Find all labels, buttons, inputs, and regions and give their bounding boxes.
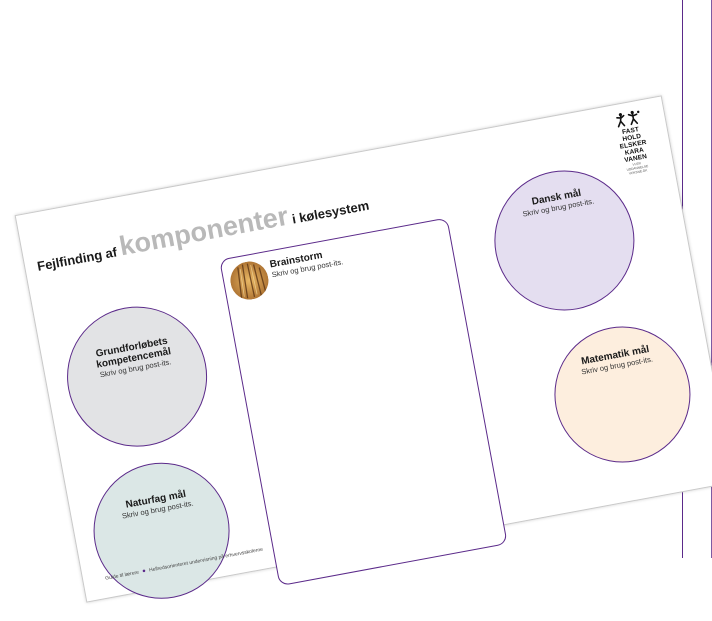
circle-naturfag[interactable]: Naturfag mål Skriv og brug post-its. bbox=[82, 451, 241, 611]
circle-grundforloeb[interactable]: Grundforløbets kompetencemål Skriv og br… bbox=[55, 295, 219, 459]
worksheet-page: Fejlfinding af komponenter i kølesystem … bbox=[14, 95, 712, 611]
brainstorm-box[interactable]: Brainstorm Skriv og brug post-its. bbox=[219, 217, 508, 587]
circle-dansk[interactable]: Dansk mål Skriv og brug post-its. bbox=[482, 158, 646, 323]
running-figures-icon bbox=[616, 110, 640, 128]
brand-logo: FAST HOLD ELSKER KARA VANEN VI ER UDDANN… bbox=[602, 106, 663, 178]
title-prefix: Fejlfinding af bbox=[35, 244, 119, 274]
title-suffix: i kølesystem bbox=[290, 197, 371, 227]
brush-image-icon bbox=[227, 258, 272, 303]
brainstorm-photo bbox=[227, 258, 272, 303]
circle-matematik[interactable]: Matematik mål Skriv og brug post-its. bbox=[543, 315, 702, 474]
